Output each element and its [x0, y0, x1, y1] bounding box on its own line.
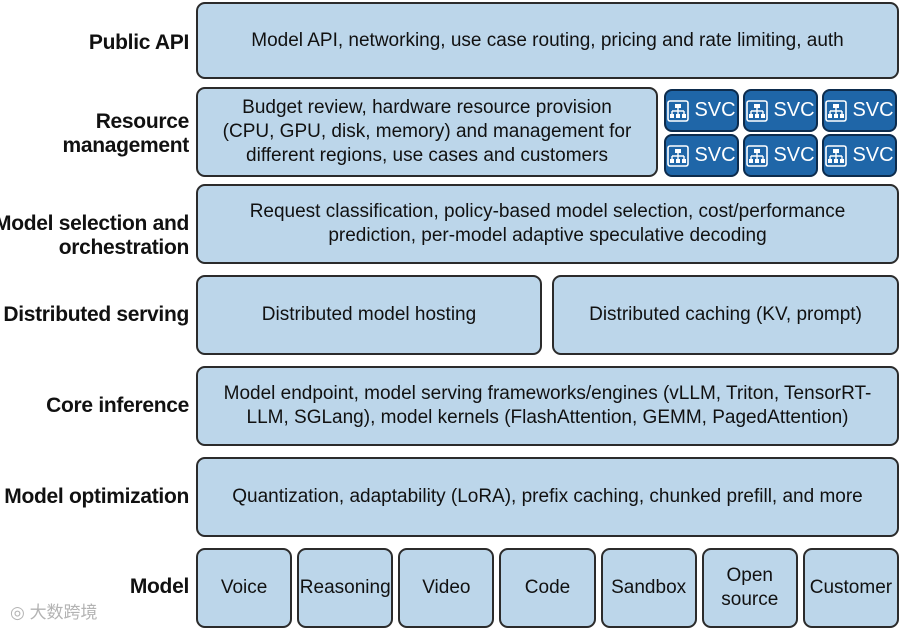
model-optimization-text: Quantization, adaptability (LoRA), prefi…: [232, 486, 863, 507]
svc-badge: SVC: [822, 134, 897, 177]
model-selection-label: Model selection and orchestration: [0, 212, 189, 259]
layer-label-model: Model: [129, 575, 189, 598]
hierarchy-icon: [667, 144, 690, 167]
model-item-label: Open source: [721, 565, 779, 610]
resource-management-text: Budget review, hardware resource provisi…: [222, 97, 632, 166]
svc-badge: SVC: [743, 134, 818, 177]
watermark-text: 大数跨境: [29, 603, 98, 622]
model-item-label: Reasoning: [299, 577, 391, 598]
core-inference-text: Model endpoint, model serving frameworks…: [223, 383, 872, 428]
model-item-label: Customer: [809, 577, 893, 598]
svc-label: SVC: [694, 99, 736, 121]
model-selection-box: Request classification, policy-based mod…: [196, 184, 899, 264]
layer-label-resource-management: Resource management: [14, 108, 189, 160]
public-api-text: Model API, networking, use case routing,…: [251, 29, 844, 51]
distributed-caching-box: Distributed caching (KV, prompt): [552, 275, 899, 355]
hierarchy-icon: [825, 144, 848, 167]
svc-label: SVC: [852, 144, 894, 166]
hierarchy-icon: [825, 99, 848, 122]
resource-management-box: Budget review, hardware resource provisi…: [196, 87, 658, 177]
model-item: Sandbox: [600, 548, 697, 628]
layer-label-distributed-serving: Distributed serving: [3, 303, 189, 326]
watermark-logo-icon: ◎: [10, 603, 30, 622]
hierarchy-icon: [746, 144, 769, 167]
svc-badge: SVC: [664, 89, 739, 132]
model-item-label: Voice: [220, 577, 268, 598]
layer-label-model-selection: Model selection and orchestration: [0, 211, 189, 261]
distributed-hosting-text: Distributed model hosting: [261, 304, 477, 325]
model-item: Open source: [701, 548, 798, 628]
model-item-label: Video: [422, 577, 471, 598]
svc-label: SVC: [773, 144, 815, 166]
svc-label: SVC: [773, 99, 815, 121]
svc-badge: SVC: [664, 134, 739, 177]
model-selection-text: Request classification, policy-based mod…: [249, 201, 846, 246]
svc-badge: SVC: [743, 89, 818, 132]
public-api-box: Model API, networking, use case routing,…: [196, 2, 899, 79]
layer-label-public-api: Public API: [88, 31, 189, 54]
model-item-label: Code: [524, 577, 571, 598]
svc-label: SVC: [852, 99, 894, 121]
core-inference-box: Model endpoint, model serving frameworks…: [196, 366, 899, 446]
model-item-label: Sandbox: [611, 577, 687, 598]
layer-label-model-optimization: Model optimization: [4, 485, 189, 508]
svc-badge: SVC: [822, 89, 897, 132]
resource-management-label: Resource management: [62, 110, 189, 157]
model-item: Code: [499, 548, 596, 628]
hierarchy-icon: [667, 99, 690, 122]
model-item: Reasoning: [297, 548, 394, 628]
model-item: Voice: [196, 548, 293, 628]
svc-label: SVC: [694, 144, 736, 166]
layer-label-core-inference: Core inference: [46, 394, 189, 417]
model-item: Customer: [802, 548, 899, 628]
distributed-hosting-box: Distributed model hosting: [196, 275, 542, 355]
model-item: Video: [398, 548, 495, 628]
model-optimization-box: Quantization, adaptability (LoRA), prefi…: [196, 457, 899, 537]
hierarchy-icon: [746, 99, 769, 122]
distributed-caching-text: Distributed caching (KV, prompt): [589, 304, 862, 325]
watermark: ◎ 大数跨境: [10, 598, 98, 623]
